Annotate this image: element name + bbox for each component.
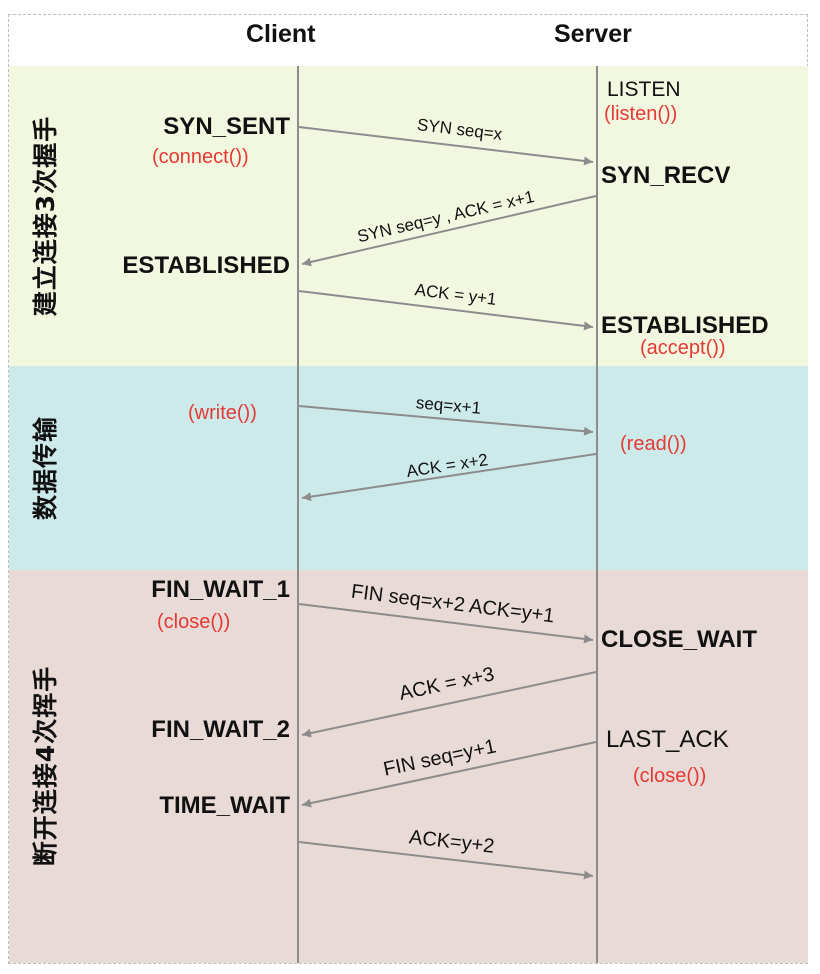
server-call-read: (read()) — [620, 433, 687, 455]
syn-ack-arrow — [301, 195, 597, 267]
fin-server-arrow — [301, 741, 597, 808]
data-label: seq=x+1 — [415, 393, 482, 418]
server-state-close-wait: CLOSE_WAIT — [601, 626, 758, 653]
server-state-syn-recv: SYN_RECV — [601, 162, 731, 189]
client-state-established: ESTABLISHED — [122, 252, 290, 279]
ack-label: ACK = y+1 — [414, 280, 498, 309]
transfer-band — [9, 366, 808, 570]
client-state-fin-wait-2: FIN_WAIT_2 — [151, 716, 290, 743]
fin-client-label: FIN seq=x+2 ACK=y+1 — [350, 581, 556, 628]
client-call-write: (write()) — [188, 402, 257, 424]
final-ack-arrow — [298, 841, 594, 880]
client-state-syn-sent: SYN_SENT — [163, 113, 290, 140]
fin-ack-arrow — [301, 671, 597, 738]
ack-arrow — [298, 290, 594, 331]
client-state-fin-wait-1: FIN_WAIT_1 — [151, 576, 290, 603]
data-arrow — [298, 405, 594, 436]
server-call-accept: (accept()) — [640, 337, 726, 359]
server-call-close: (close()) — [633, 765, 707, 787]
client-call-connect: (connect()) — [152, 146, 249, 168]
fin-ack-label: ACK = x+3 — [397, 663, 496, 705]
syn-label: SYN seq=x — [416, 115, 504, 144]
fin-server-label: FIN seq=y+1 — [381, 735, 498, 780]
server-state-established: ESTABLISHED — [601, 312, 769, 339]
data-ack-arrow — [301, 453, 597, 502]
teardown-band — [9, 570, 808, 963]
client-call-close: (close()) — [157, 611, 231, 633]
handshake-band — [9, 66, 808, 366]
final-ack-label: ACK=y+2 — [408, 826, 496, 858]
fin-client-arrow — [298, 603, 594, 644]
client-column-header: Client — [246, 20, 316, 48]
server-call-listen: (listen()) — [604, 103, 678, 125]
client-state-time-wait: TIME_WAIT — [159, 792, 290, 819]
syn-arrow — [298, 126, 594, 166]
server-column-header: Server — [554, 20, 632, 48]
server-state-last-ack: LAST_ACK — [606, 726, 729, 753]
server-state-listen: LISTEN — [607, 78, 681, 101]
